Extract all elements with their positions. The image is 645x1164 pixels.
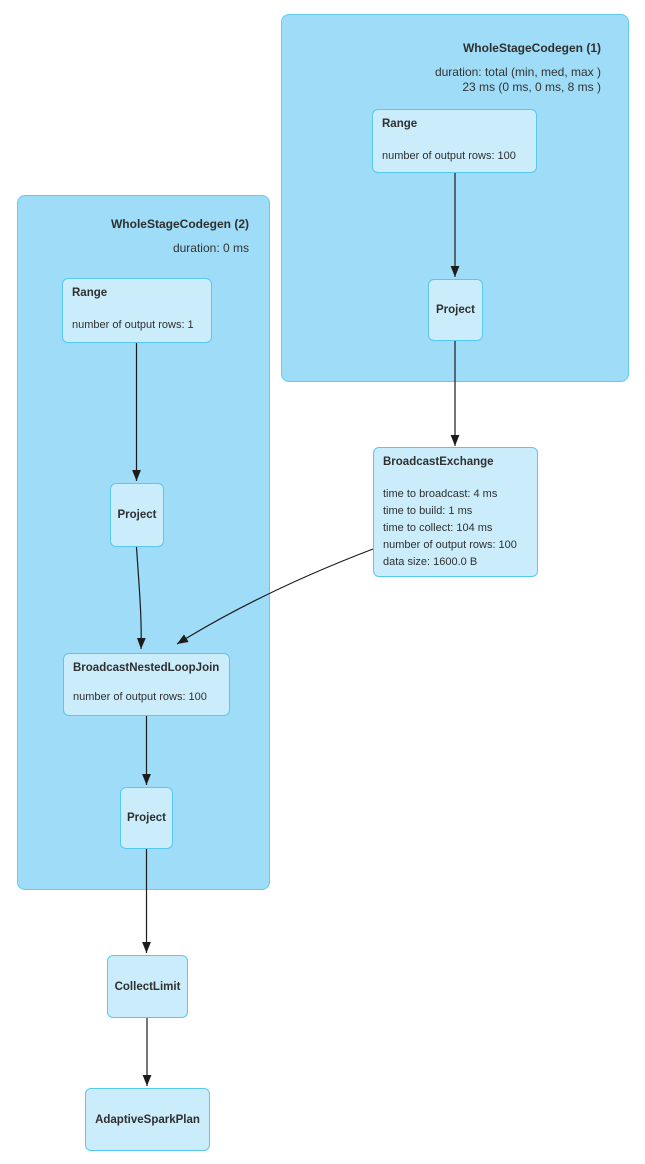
node-title: Range bbox=[382, 118, 418, 130]
node-title: Range bbox=[72, 287, 108, 299]
node-metric: time to collect: 104 ms bbox=[383, 522, 493, 534]
node-adaptivesparkplan[interactable]: AdaptiveSparkPlan bbox=[85, 1088, 210, 1151]
node-title: AdaptiveSparkPlan bbox=[95, 1113, 200, 1126]
cluster-2-duration-label: duration: 0 ms bbox=[172, 241, 249, 255]
node-metric: number of output rows: 100 bbox=[382, 150, 516, 162]
node-metric: number of output rows: 100 bbox=[73, 691, 207, 703]
node-metric: data size: 1600.0 B bbox=[383, 556, 478, 568]
node-broadcastexchange[interactable]: BroadcastExchange time to broadcast: 4 m… bbox=[373, 447, 538, 577]
cluster-2-label: WholeStageCodegen (2) duration: 0 ms bbox=[111, 217, 249, 256]
node-title: BroadcastNestedLoopJoin bbox=[73, 662, 220, 674]
node-title: Project bbox=[127, 812, 166, 824]
cluster-1-label: WholeStageCodegen (1) duration: total (m… bbox=[435, 41, 601, 94]
node-title: BroadcastExchange bbox=[383, 456, 494, 468]
node-range-2[interactable]: Range number of output rows: 1 bbox=[62, 278, 212, 343]
node-metric: time to build: 1 ms bbox=[383, 505, 473, 517]
node-broadcastnestedloopjoin[interactable]: BroadcastNestedLoopJoin number of output… bbox=[63, 653, 230, 716]
cluster-2-title: WholeStageCodegen (2) bbox=[110, 217, 249, 231]
node-project-2[interactable]: Project bbox=[110, 483, 164, 547]
node-title: CollectLimit bbox=[114, 980, 181, 993]
node-title: Project bbox=[117, 509, 157, 521]
node-collectlimit[interactable]: CollectLimit bbox=[107, 955, 188, 1018]
node-title: Project bbox=[436, 304, 475, 316]
node-project-1[interactable]: Project bbox=[428, 279, 483, 341]
node-metric: time to broadcast: 4 ms bbox=[383, 488, 498, 500]
node-project-3[interactable]: Project bbox=[120, 787, 173, 849]
cluster-1-duration-value: 23 ms (0 ms, 0 ms, 8 ms ) bbox=[462, 79, 601, 94]
cluster-1-duration-label: duration: total (min, med, max ) bbox=[434, 65, 601, 79]
cluster-1-title: WholeStageCodegen (1) bbox=[462, 41, 601, 55]
node-metric: number of output rows: 100 bbox=[383, 539, 517, 551]
node-range-1[interactable]: Range number of output rows: 100 bbox=[372, 109, 537, 173]
node-metric: number of output rows: 1 bbox=[72, 319, 194, 331]
